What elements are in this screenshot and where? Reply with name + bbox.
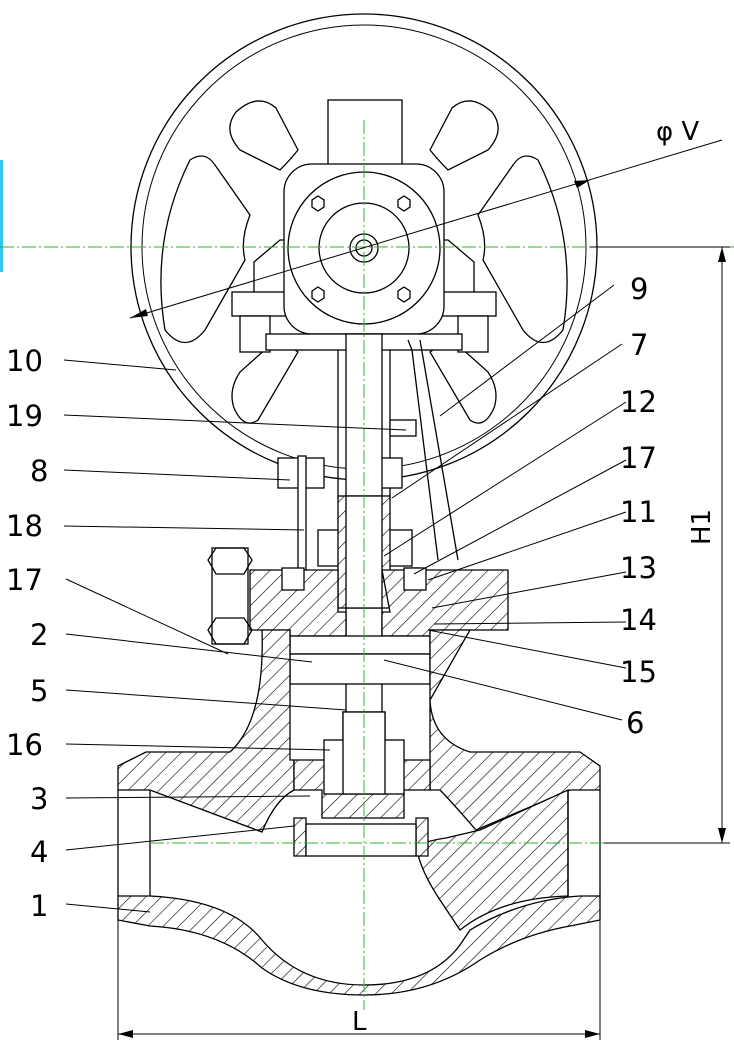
length-label: L: [352, 1007, 367, 1037]
label-5: 5: [30, 674, 48, 708]
label-19: 19: [6, 399, 43, 433]
bonnet: [207, 547, 509, 685]
accent-bar: [0, 160, 3, 272]
label-7: 7: [630, 328, 648, 362]
label-15: 15: [620, 655, 657, 689]
valve-body: [117, 629, 601, 996]
dimension-diameter: [129, 139, 723, 319]
label-10: 10: [6, 344, 43, 378]
label-6: 6: [626, 706, 644, 740]
label-17-right: 17: [620, 441, 657, 475]
height-label: H1: [687, 509, 717, 545]
label-17-left: 17: [6, 563, 43, 597]
label-12: 12: [620, 385, 657, 419]
diameter-label: φ V: [656, 117, 699, 147]
label-13: 13: [620, 551, 657, 585]
label-9: 9: [630, 272, 648, 306]
leader-lines: [63, 284, 627, 913]
label-18: 18: [6, 509, 43, 543]
label-1: 1: [30, 889, 48, 923]
label-8: 8: [30, 454, 48, 488]
part-number-labels: 10 19 8 18 17 2 5 16 3 4 1 9 7 12 17 11 …: [6, 272, 657, 923]
label-16: 16: [6, 728, 43, 762]
label-4: 4: [30, 835, 48, 869]
dimension-length: [117, 896, 601, 1040]
label-14: 14: [620, 603, 657, 637]
label-3: 3: [30, 782, 48, 816]
label-11: 11: [620, 495, 657, 529]
label-2: 2: [30, 618, 48, 652]
dimension-height: [590, 246, 730, 844]
